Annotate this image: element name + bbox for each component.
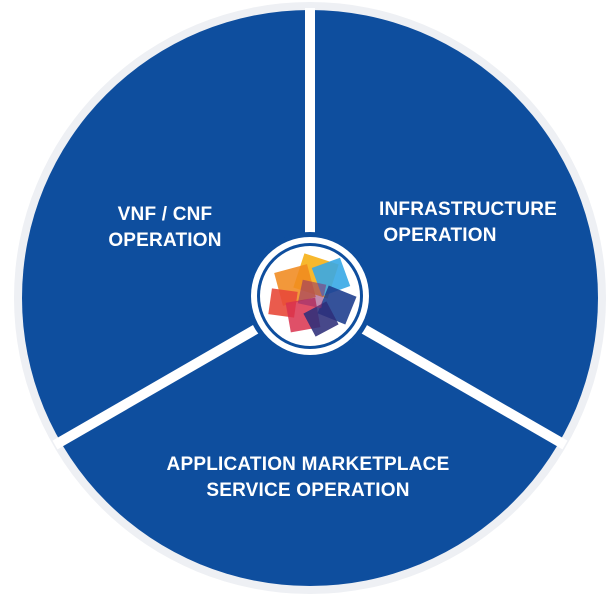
center-logo <box>246 232 374 360</box>
segment-label-line: VNF / CNF <box>118 204 213 225</box>
segment-label-line: OPERATION <box>383 225 496 246</box>
segment-application-marketplace: APPLICATION MARKETPLACE SERVICE OPERATIO… <box>167 454 450 501</box>
segment-label-line: SERVICE OPERATION <box>206 480 409 501</box>
segment-vnf-cnf: VNF / CNF OPERATION <box>108 204 221 251</box>
segment-label-line: INFRASTRUCTURE <box>379 199 557 220</box>
colorful-squares-icon <box>268 253 357 337</box>
square-indigo <box>303 301 339 337</box>
segment-label-line: APPLICATION MARKETPLACE <box>167 454 450 475</box>
segment-label-line: OPERATION <box>108 230 221 251</box>
segment-infrastructure: INFRASTRUCTURE OPERATION <box>379 199 557 246</box>
square-purple <box>297 279 327 309</box>
